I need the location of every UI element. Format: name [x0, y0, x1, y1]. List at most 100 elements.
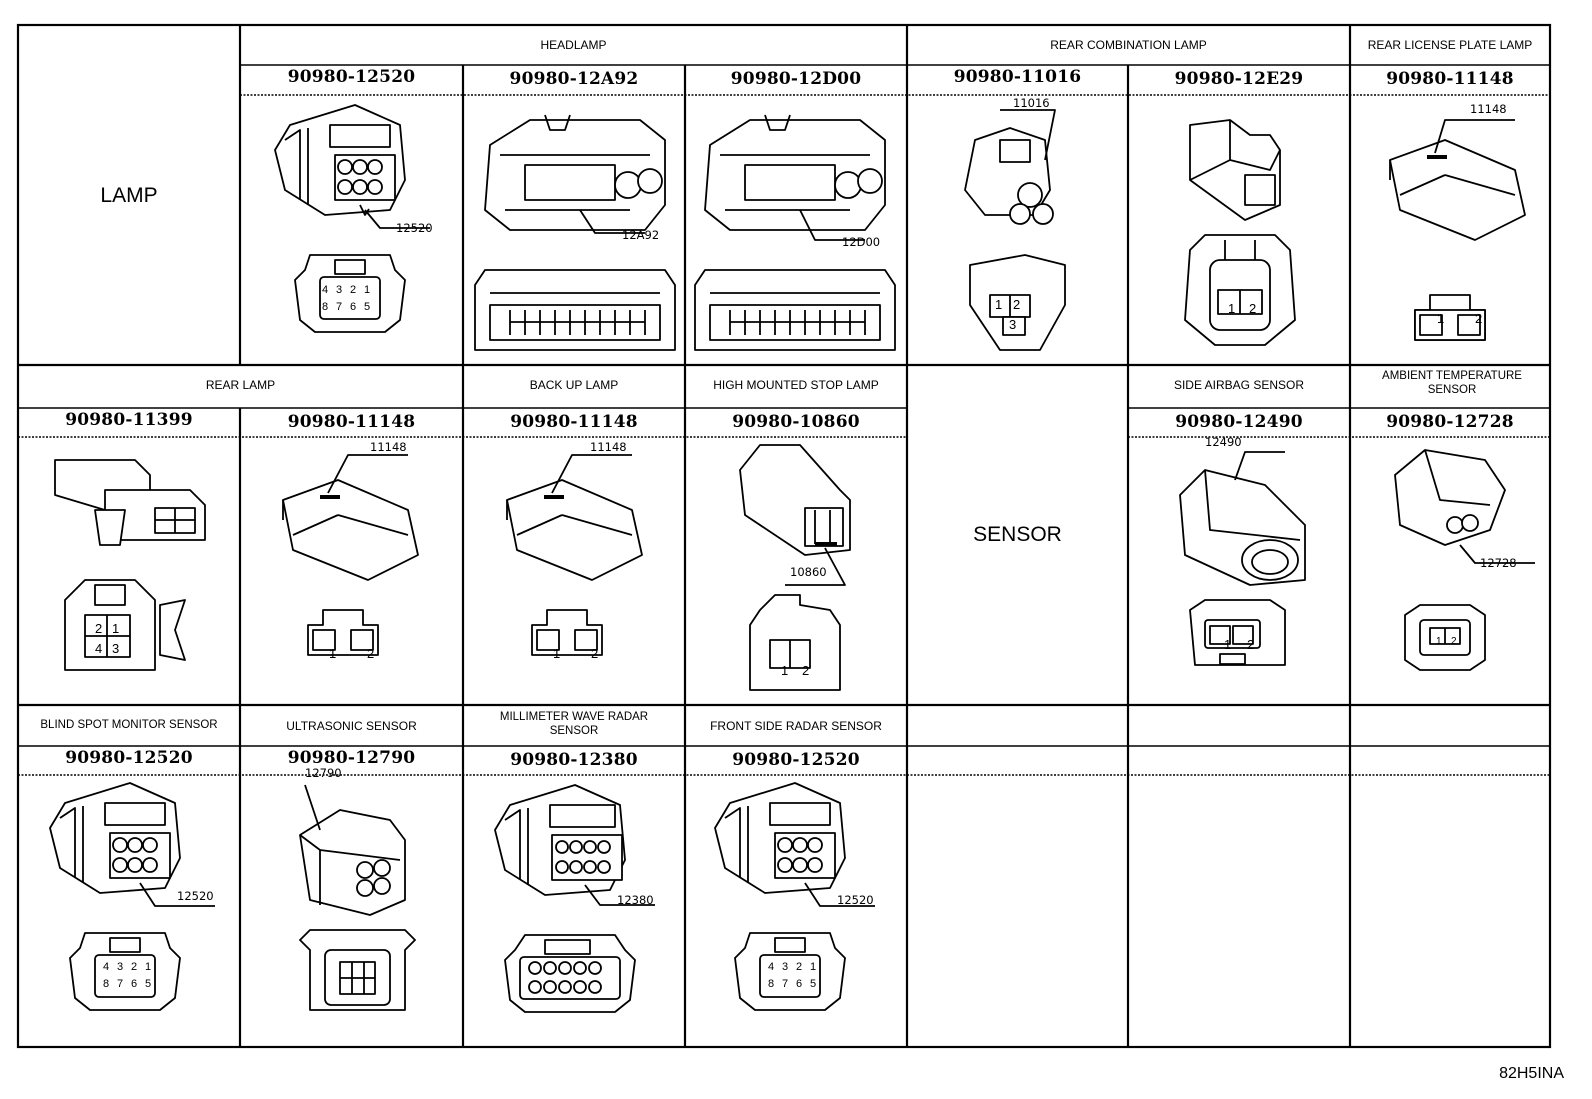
connector-code-label: 10860 [790, 565, 827, 579]
connector-12E29-drawing [1184, 119, 1296, 346]
pin-label: 6 [350, 301, 357, 313]
category-ambient-temperature-sensor: AMBIENT TEMPERATURE SENSOR [1382, 370, 1522, 397]
pin-label: 2 [1249, 301, 1257, 316]
connector-code-label: 11148 [590, 440, 627, 454]
pin-label: 1 [1228, 301, 1236, 316]
connector-10860-drawing [739, 444, 851, 691]
pin-label: 7 [336, 301, 343, 313]
category-front-side-radar-sensor: FRONT SIDE RADAR SENSOR [710, 719, 882, 733]
pin-label: 1 [145, 961, 152, 973]
pin-label: 4 [103, 961, 110, 973]
pin-label: 3 [117, 961, 124, 973]
pin-label: 2 [1013, 297, 1021, 312]
connector-12490-drawing [1179, 451, 1306, 666]
category-headlamp: HEADLAMP [540, 38, 607, 52]
connector-code-label: 11148 [370, 440, 407, 454]
category-blind-spot-monitor-sensor: BLIND SPOT MONITOR SENSOR [40, 719, 218, 731]
section-label-sensor: SENSOR [973, 523, 1062, 546]
pin-label: 6 [131, 978, 138, 990]
part-number: 90980-11148 [287, 412, 416, 432]
pin-label: 1 [1436, 636, 1442, 647]
pin-label: 1 [995, 297, 1003, 312]
part-number: 90980-12E29 [1174, 69, 1304, 89]
pin-label: 7 [117, 978, 124, 990]
pin-label: 1 [112, 621, 120, 636]
connector-11148-drawing [282, 454, 419, 656]
connector-11016-drawing [964, 109, 1066, 351]
connector-code-label: 12520 [177, 889, 214, 903]
connector-code-label: 12490 [1205, 435, 1242, 449]
connector-12520-drawing [714, 782, 875, 1011]
category-side-airbag-sensor: SIDE AIRBAG SENSOR [1173, 378, 1305, 392]
pin-label: 1 [329, 646, 337, 661]
connector-12380-drawing [494, 784, 655, 1013]
pin-label: 2 [350, 284, 357, 296]
pin-label: 2 [591, 646, 599, 661]
part-number: 90980-10860 [732, 412, 860, 432]
connector-12520-drawing [49, 782, 215, 1011]
pin-label: 3 [336, 284, 343, 296]
illustration-reference-code: 82H5INA [1499, 1065, 1564, 1082]
connector-code-label: 12380 [617, 893, 654, 907]
pin-label: 1 [781, 663, 789, 678]
pin-label: 1 [364, 284, 371, 296]
pin-label: 1 [1224, 637, 1232, 652]
pin-label: 4 [768, 961, 775, 973]
connector-code-label: 11148 [1470, 102, 1507, 116]
category-high-mounted-stop-lamp: HIGH MOUNTED STOP LAMP [713, 378, 879, 392]
part-number: 90980-12520 [65, 748, 193, 768]
pin-label: 8 [768, 978, 775, 990]
connector-11148-drawing [1389, 119, 1526, 341]
pin-label: 8 [322, 301, 329, 313]
connector-code-label: 12520 [837, 893, 874, 907]
category-rear-lamp: REAR LAMP [205, 378, 276, 392]
connector-code-label: 12520 [396, 221, 433, 235]
connector-12D00-drawing [694, 114, 896, 351]
connector-12520-drawing [274, 104, 430, 333]
pin-label: 2 [1247, 637, 1255, 652]
pin-label: 3 [1009, 317, 1017, 332]
category-ultrasonic-sensor: ULTRASONIC SENSOR [286, 719, 417, 733]
connector-11148-drawing [506, 454, 643, 656]
part-number: 90980-12A92 [509, 69, 639, 89]
part-number: 90980-12D00 [730, 69, 862, 89]
connector-code-label: 12790 [305, 766, 342, 780]
pin-label: 1 [553, 646, 561, 661]
pin-label: 2 [1451, 636, 1457, 647]
pin-label: 5 [364, 301, 371, 313]
pin-label: 2 [367, 646, 375, 661]
pin-label: 2 [802, 663, 810, 678]
pin-label: 4 [322, 284, 330, 296]
pin-label: 4 [95, 641, 103, 656]
section-label-lamp: LAMP [100, 184, 158, 207]
pin-label: 3 [112, 641, 120, 656]
connector-12A92-drawing [474, 114, 676, 351]
connector-12790-drawing [299, 784, 416, 1011]
pin-label: 6 [796, 978, 803, 990]
part-number: 90980-12520 [287, 67, 416, 87]
connector-code-label: 12728 [1480, 556, 1517, 570]
part-number: 90980-11148 [1386, 69, 1514, 89]
part-number: 90980-12728 [1386, 412, 1514, 432]
category-rear-combination-lamp: REAR COMBINATION LAMP [1050, 38, 1207, 52]
part-number: 90980-11016 [953, 67, 1082, 87]
pin-label: 2 [131, 961, 138, 973]
part-number: 90980-11148 [510, 412, 638, 432]
connector-code-label: 12A92 [622, 228, 660, 242]
part-number: 90980-12490 [1175, 412, 1303, 432]
pin-label: 5 [810, 978, 817, 990]
connector-11399-drawing [54, 459, 206, 671]
connector-code-label: 11016 [1013, 96, 1050, 110]
pin-label: 2 [1475, 311, 1483, 326]
category-rear-license-plate-lamp: REAR LICENSE PLATE LAMP [1367, 38, 1533, 52]
pin-label: 7 [782, 978, 789, 990]
pin-label: 2 [796, 961, 803, 973]
part-number: 90980-11399 [65, 410, 193, 430]
pin-label: 5 [145, 978, 152, 990]
connector-12728-drawing [1394, 449, 1535, 671]
part-number: 90980-12790 [287, 748, 416, 768]
pin-label: 2 [95, 621, 103, 636]
part-number: 90980-12520 [732, 750, 860, 770]
part-number: 90980-12380 [510, 750, 638, 770]
